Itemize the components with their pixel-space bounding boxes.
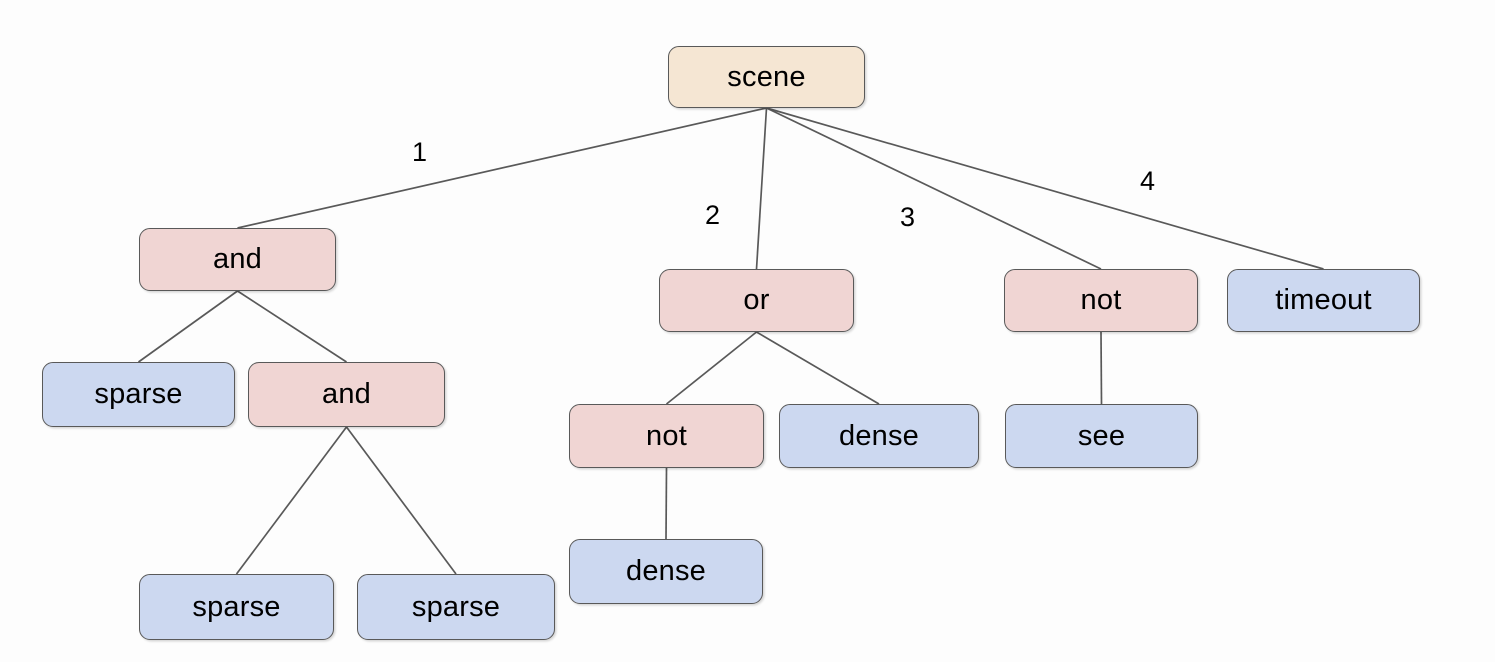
tree-node-label: scene [727,60,806,93]
tree-node-and2[interactable]: and [248,362,445,427]
tree-edge-label-3: 3 [900,202,916,232]
tree-node-or1[interactable]: or [659,269,854,332]
tree-node-sparse2[interactable]: sparse [139,574,334,640]
tree-edge-label-2: 2 [705,200,721,230]
tree-node-not1[interactable]: not [1004,269,1198,332]
tree-edge-and1-to-and2 [237,290,347,363]
tree-node-label: not [1080,284,1122,316]
tree-edge-scene-to-timeout1 [766,107,1324,270]
tree-node-label: not [646,419,687,452]
tree-node-label: dense [838,419,919,452]
tree-edge-or1-to-dense1 [756,331,880,405]
tree-node-label: and [213,243,262,275]
tree-edge-or1-to-not2 [665,331,758,405]
tree-node-see1[interactable]: see [1005,404,1198,468]
tree-node-dense2[interactable]: dense [569,539,763,604]
tree-edge-not1-to-see1 [1100,331,1103,405]
tree-node-label: and [322,378,371,410]
tree-node-label: timeout [1275,284,1372,316]
tree-node-label: dense [625,555,706,587]
tree-edge-label-1: 1 [412,137,428,167]
tree-edge-and2-to-sparse3 [345,426,457,575]
tree-node-dense1[interactable]: dense [779,404,979,468]
tree-edge-scene-to-or1 [755,107,768,270]
tree-node-and1[interactable]: and [139,228,336,291]
tree-node-label: see [1077,419,1126,452]
tree-edge-scene-to-not1 [766,107,1102,270]
tree-edge-and1-to-sparse1 [138,290,238,363]
tree-node-label: sparse [192,590,281,623]
tree-node-sparse1[interactable]: sparse [42,362,235,427]
tree-node-scene[interactable]: scene [668,46,865,108]
tree-edge-scene-to-and1 [237,107,767,229]
tree-node-sparse3[interactable]: sparse [357,574,555,640]
tree-node-label: sparse [94,378,183,410]
tree-edge-label-4: 4 [1140,166,1156,196]
tree-node-label: or [743,284,770,316]
tree-node-timeout1[interactable]: timeout [1227,269,1420,332]
tree-node-not2[interactable]: not [569,404,764,468]
tree-edge-not2-to-dense2 [665,467,668,540]
tree-node-label: sparse [411,590,501,623]
tree-edge-and2-to-sparse2 [235,426,348,575]
